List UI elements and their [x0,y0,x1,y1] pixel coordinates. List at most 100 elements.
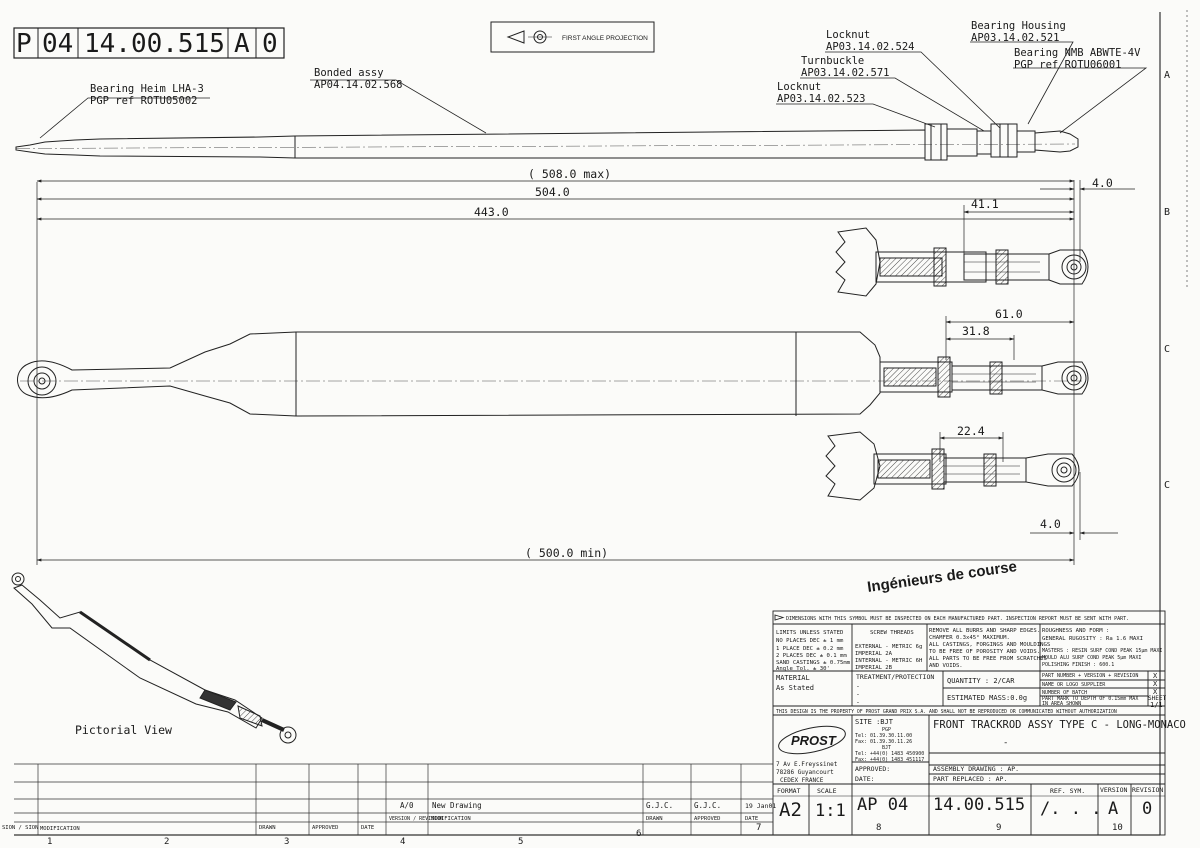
contact-0: PGP [882,727,891,733]
callout-housing-title: Bearing Housing [971,20,1066,32]
screw-line-2: IMPERIAL 2A [855,651,893,657]
callout-bonded-ref: AP04.14.02.568 [314,79,403,91]
treatment-label: TREATMENT/PROTECTION [856,673,934,681]
property-note: THIS DESIGN IS THE PROPERTY OF PROST GRA… [776,709,1117,715]
pictorial-view [11,572,297,744]
zone-num-6: 6 [636,829,641,839]
dim-22: 22.4 [957,424,985,438]
pictorial-label: Pictorial View [75,723,172,737]
header-cell-version: A [234,29,250,59]
rough-line-2: MASTERS : RESIN SURF COND PEAK 15µm MAXI [1042,648,1162,654]
dim-end-offset-top: 4.0 [1092,176,1113,190]
burrs-line-2: ALL CASTINGS, FORGINGS AND MOULDINGS [929,642,1050,648]
date-label: DATE: [855,775,875,783]
ref-sym-value: /. . . [1040,799,1101,819]
burrs-line-3: TO BE FREE OF POROSITY AND VOIDS. [929,649,1040,655]
dim-max: ( 508.0 max) [528,167,611,181]
limits-line-5: Angle Tol. ± 30' [776,666,830,672]
zone-num-1: 1 [47,837,52,847]
rev-approved-by: G.J.C. [694,801,721,810]
burrs-line-5: AND VOIDS. [929,663,963,669]
zone-letter-c: C [1164,344,1170,355]
contact-4: Tel: +44(0) 1483 450900 [855,751,924,757]
limits-line-4: SAND CASTINGS ± 0.75mm [776,660,851,666]
title-block-main: FRONT TRACKROD ASSY TYPE C - LONG-MONACO… [777,719,1186,821]
assembly-drawing: ASSEMBLY DRAWING : AP. [933,765,1019,773]
rev-header-drawn: DRAWN [646,816,663,822]
drawing-title: FRONT TRACKROD ASSY TYPE C - LONG-MONACO [933,719,1186,731]
zone-letter-b: B [1164,207,1170,218]
mark-2: X [1153,688,1158,696]
projection-box: FIRST ANGLE PROJECTION [490,21,655,53]
contact-1: Tel: 01.39.30.11.00 [855,733,912,739]
part-prefix: AP 04 [857,795,908,815]
material-value: As Stated [776,684,814,692]
dim-61: 61.0 [995,307,1023,321]
header-cell-part-number: 14.00.515 [84,29,225,59]
mark-0: X [1153,672,1158,680]
rev-header-left-mod: MODIFICATION [40,826,80,832]
screw-line-4: IMPERIAL 2B [855,665,893,671]
burrs-line-1: CHAMFER 0.3x45° MAXIMUM. [929,635,1010,641]
estimated-mass: ESTIMATED MASS:0.0g [947,694,1027,702]
callout-locknut-bottom-title: Locknut [777,81,821,93]
treatment-line-0: - [856,682,860,690]
scale-label: SCALE [817,787,837,795]
dim-31: 31.8 [962,324,990,338]
dimension-labels: ( 508.0 max) 504.0 443.0 4.0 41.1 61.0 3… [474,167,1113,560]
inspection-symbol-icon [774,614,785,621]
sheet-label: SHEET [1148,695,1166,702]
limits-line-1: NO PLACES DEC ± 1 mm [776,638,844,644]
revision-value: 0 [1142,799,1152,819]
stamp-text: Ingénieurs de course [866,558,1018,596]
treatment-line-1: - [856,690,860,698]
zone-num-5: 5 [518,837,523,847]
drawing-title-dash: - [1003,738,1008,748]
burrs-line-0: REMOVE ALL BURRS AND SHARP EDGES. [929,628,1040,634]
version-value: A [1108,799,1118,819]
dim-end-offset-bottom: 4.0 [1040,517,1061,531]
mark-1: X [1153,680,1158,688]
material-label: MATERIAL [776,674,810,682]
scale-value: 1:1 [815,801,846,821]
burrs-line-4: ALL PARTS TO BE FREE FROM SCRATCHES [929,656,1047,662]
projection-label: FIRST ANGLE PROJECTION [562,35,648,42]
rev-version: A/0 [400,801,414,810]
callout-turnbuckle-title: Turnbuckle [801,55,864,67]
zone-num-3: 3 [284,837,289,847]
rough-line-4: POLISHING FINISH : 600.1 [1042,662,1114,668]
prost-logo-text: PROST [791,733,837,748]
part-note-4: IN AREA SHOWN [1042,701,1081,707]
header-number-strip: P 04 14.00.515 A 0 [13,27,285,59]
site-label: SITE :BJT [855,718,894,726]
rev-header-version: VERSION / REVISION [389,816,443,822]
end-variant-long [835,227,1089,297]
dim-overall: 504.0 [535,185,570,199]
callout-leaders [39,41,1148,139]
zone-num-8: 8 [876,823,881,833]
header-cell-prefix: 04 [42,29,73,59]
zone-letters: A B C C [1164,70,1170,491]
part-note-1: NAME OR LOGO SUPPLIER [1042,682,1106,688]
address-2: CEDEX FRANCE [780,777,824,784]
revision-label: REVISION [1132,786,1163,794]
part-note-0: PART NUMBER + VERSION + REVISION [1042,673,1138,679]
contact-5: Fax: +44(0) 1483 451117 [855,757,924,763]
address-1: 78286 Guyancourt [776,769,834,776]
screw-line-0: SCREW THREADS [870,630,914,636]
zone-num-10: 10 [1112,823,1123,833]
zone-num-9: 9 [996,823,1001,833]
rev-header-approved-l: APPROVED [312,825,339,831]
rough-line-3: MOULD ALU SURF COND PEAK 5µm MAXI [1042,655,1141,661]
address-0: 7 Av E.Freyssinet [776,761,838,768]
title-block-text: DIMENSIONS WITH THIS SYMBOL MUST BE INSP… [776,616,1166,784]
screw-line-3: INTERNAL - METRIC 6H [855,658,922,664]
rev-header-mod: MODIFICATION [431,816,471,822]
callout-housing-ref: AP03.14.02.521 [971,32,1060,44]
revision-block-text: A/0 New Drawing G.J.C. G.J.C. 19 Jan01 S… [2,801,776,832]
contact-2: Fax: 01.39.30.11.26 [855,739,912,745]
dimension-lines [36,179,1135,565]
end-variant-short [825,431,1080,501]
screw-line-1: EXTERNAL - METRIC 6g [855,644,922,650]
